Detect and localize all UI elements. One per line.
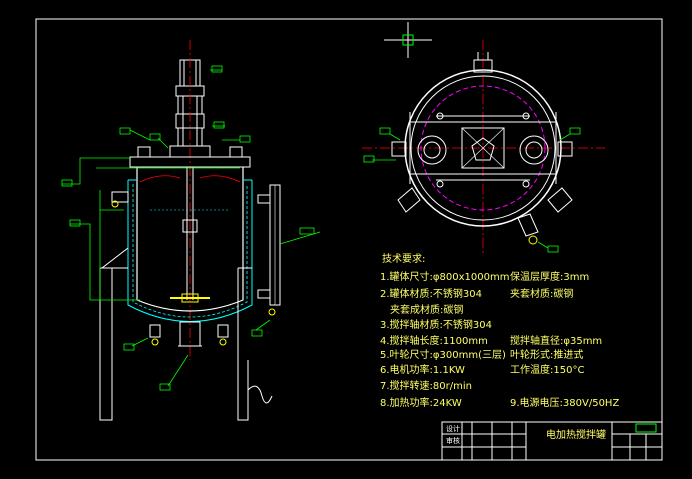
crosshair-cursor	[384, 22, 432, 58]
title-row-label-1: 设计	[446, 424, 460, 433]
nozzle-right	[229, 146, 243, 158]
spec-block: 技术要求: 1.罐体尺寸:φ800x1000mm 2.罐体材质:不锈钢304 夹…	[380, 252, 619, 409]
spec-left-9: 8.加热功率:24KW	[380, 396, 462, 409]
spec-left-6: 5.叶轮尺寸:φ300mm(三层)	[380, 348, 506, 361]
outlet-left	[149, 324, 161, 338]
support-legs	[99, 247, 273, 421]
outlet-right	[217, 324, 229, 338]
spec-left-8: 7.搅拌转速:80r/min	[380, 379, 472, 392]
flange-outer	[404, 69, 562, 227]
front-view	[61, 40, 321, 421]
spec-heading: 技术要求:	[382, 252, 425, 265]
spec-left-5: 4.搅拌轴长度:1100mm	[380, 334, 488, 347]
cover-beam	[409, 121, 557, 175]
title-block	[441, 421, 663, 461]
title-row-label-2: 审核	[446, 436, 460, 445]
spec-left-7: 6.电机功率:1.1KW	[380, 363, 465, 376]
spec-left-1: 1.罐体尺寸:φ800x1000mm	[380, 270, 509, 283]
flange-inner	[410, 75, 556, 221]
drawing-frame	[35, 18, 663, 461]
top-view	[362, 22, 605, 256]
spec-right-5: 工作温度:150°C	[510, 363, 584, 376]
spec-right-3: 搅拌轴直径:φ35mm	[510, 334, 602, 347]
drawing-title: 电加热搅拌罐	[546, 428, 606, 441]
nozzle-left	[137, 146, 151, 158]
leader-lines	[61, 65, 321, 391]
spec-left-2: 2.罐体材质:不锈钢304	[380, 287, 482, 300]
spec-right-6: 9.电源电压:380V/50HZ	[510, 396, 619, 409]
motor-base	[169, 145, 211, 158]
jacket-insulation	[132, 184, 248, 318]
spec-left-3: 夹套成材质:碳钢	[390, 303, 463, 316]
vessel-dashed-circle	[420, 85, 546, 211]
spec-right-2: 夹套材质:碳钢	[510, 287, 573, 300]
shaft-coupling	[182, 219, 198, 233]
spec-left-4: 3.搅拌轴材质:不锈钢304	[380, 318, 492, 331]
side-nozzle	[111, 191, 129, 203]
spec-right-1: 保温层厚度:3mm	[510, 270, 589, 283]
spec-right-4: 叶轮形式:推进式	[510, 348, 583, 361]
